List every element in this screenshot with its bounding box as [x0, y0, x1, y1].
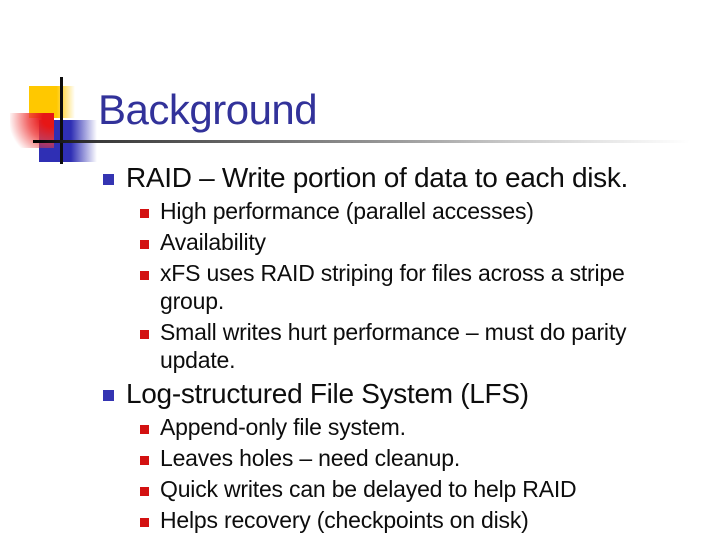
decoration-vertical-line	[60, 77, 63, 164]
bullet-heading-text: Log-structured File System (LFS)	[126, 378, 529, 409]
bullet-heading-text: RAID – Write portion of data to each dis…	[126, 162, 629, 193]
red-square-bullet-icon	[140, 518, 149, 527]
red-square-bullet-icon	[140, 209, 149, 218]
bullet-text: Availability	[160, 229, 266, 255]
red-square-bullet-icon	[140, 487, 149, 496]
bullet-text: Quick writes can be delayed to help RAID	[160, 476, 577, 502]
bullet-item-level2: Quick writes can be delayed to help RAID	[140, 475, 693, 503]
bullet-item-level2: Append-only file system.	[140, 413, 693, 441]
blue-square-bullet-icon	[103, 174, 114, 185]
bullet-text: xFS uses RAID striping for files across …	[160, 260, 625, 314]
bullet-item-level2: Helps recovery (checkpoints on disk)	[140, 506, 693, 534]
bullet-item-level2: Leaves holes – need cleanup.	[140, 444, 693, 472]
bullet-text: Append-only file system.	[160, 414, 406, 440]
bullet-text: Helps recovery (checkpoints on disk)	[160, 507, 529, 533]
bullet-text: Small writes hurt performance – must do …	[160, 319, 627, 373]
section-lfs: Log-structured File System (LFS) Append-…	[103, 377, 693, 534]
bullet-item-level1: Log-structured File System (LFS)	[103, 377, 693, 411]
bullet-item-level1: RAID – Write portion of data to each dis…	[103, 161, 693, 195]
blue-square-bullet-icon	[103, 390, 114, 401]
bullet-item-level2: xFS uses RAID striping for files across …	[140, 259, 693, 315]
bullet-item-level2: Availability	[140, 228, 693, 256]
bullet-item-level2: Small writes hurt performance – must do …	[140, 318, 693, 374]
slide-body: RAID – Write portion of data to each dis…	[103, 161, 693, 537]
bullet-text: Leaves holes – need cleanup.	[160, 445, 461, 471]
red-square-bullet-icon	[140, 425, 149, 434]
bullet-item-level2: High performance (parallel accesses)	[140, 197, 693, 225]
red-square-bullet-icon	[140, 271, 149, 280]
red-square-bullet-icon	[140, 330, 149, 339]
red-square-bullet-icon	[140, 240, 149, 249]
section-raid: RAID – Write portion of data to each dis…	[103, 161, 693, 374]
bullet-text: High performance (parallel accesses)	[160, 198, 534, 224]
decoration-yellow-square	[29, 86, 75, 118]
red-square-bullet-icon	[140, 456, 149, 465]
title-underline-rule	[33, 140, 690, 143]
slide-title: Background	[98, 86, 318, 133]
